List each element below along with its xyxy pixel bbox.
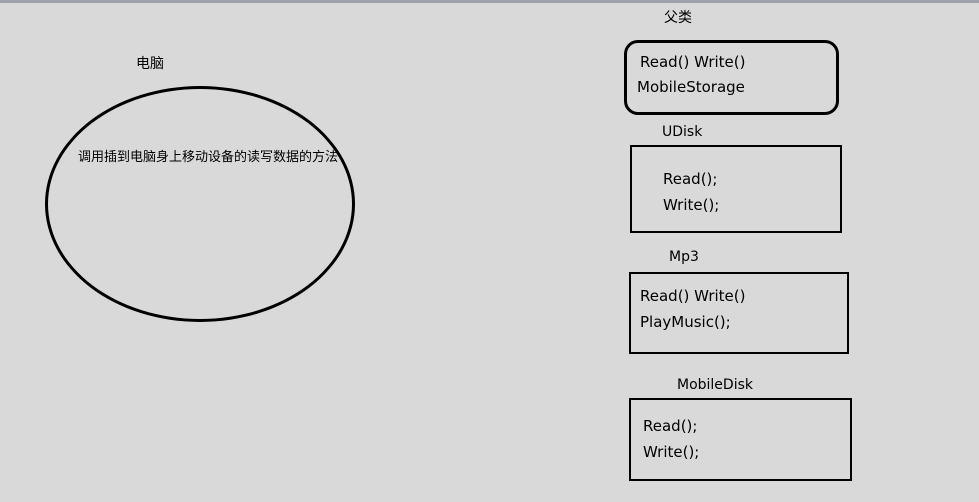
computer-title: 电脑 <box>136 56 164 72</box>
mp3-box <box>629 272 849 354</box>
parent-methods-line: Read() Write() <box>640 53 746 71</box>
mp3-playmusic-method: PlayMusic(); <box>640 313 731 331</box>
mobiledisk-heading: MobileDisk <box>677 377 753 393</box>
udisk-write-method: Write(); <box>663 196 720 214</box>
mobiledisk-write-method: Write(); <box>643 443 700 461</box>
parent-class-heading: 父类 <box>664 10 692 26</box>
mobiledisk-read-method: Read(); <box>643 417 698 435</box>
udisk-read-method: Read(); <box>663 170 718 188</box>
computer-description: 调用插到电脑身上移动设备的读写数据的方法 <box>78 150 339 165</box>
parent-class-box <box>624 40 839 115</box>
udisk-box <box>630 145 842 233</box>
udisk-heading: UDisk <box>662 124 703 140</box>
mobiledisk-box <box>629 398 852 481</box>
parent-class-name: MobileStorage <box>637 78 745 96</box>
top-border <box>0 0 979 3</box>
mp3-read-write-methods: Read() Write() <box>640 287 746 305</box>
computer-ellipse <box>45 86 355 322</box>
mp3-heading: Mp3 <box>669 249 699 265</box>
